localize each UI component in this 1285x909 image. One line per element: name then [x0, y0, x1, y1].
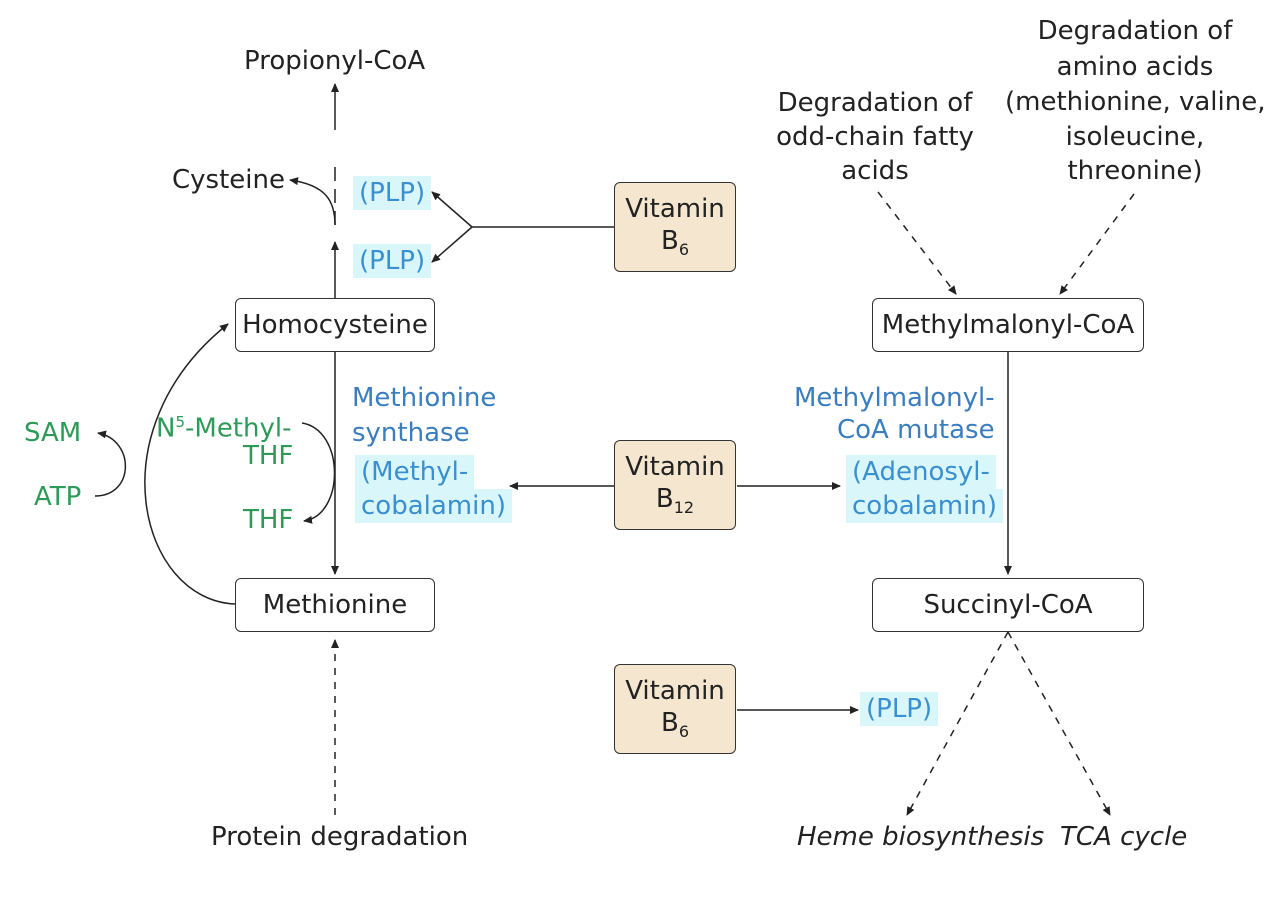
arrow-odd-chain — [877, 191, 957, 295]
atp-label: ATP — [34, 482, 82, 512]
thf-label: THF — [243, 505, 294, 535]
thf-curve — [301, 422, 336, 524]
methionine-box: Methionine — [235, 578, 435, 632]
vitamin-b6-top-box: Vitamin B6 — [614, 182, 736, 272]
arrow-to-heme — [906, 631, 1009, 816]
adenosylcobalamin-line1: (Adenosyl- — [846, 455, 996, 489]
plp-label-3: (PLP) — [860, 692, 939, 726]
arrow-to-cysteine — [289, 177, 336, 226]
methylcobalamin-line2: cobalamin) — [355, 489, 512, 523]
arrow-plp-1 — [431, 191, 473, 228]
amino-acids-line3: (methionine, valine, — [1005, 87, 1266, 117]
arrow-methionine-to-homocysteine — [144, 323, 236, 605]
odd-chain-line3: acids — [841, 156, 909, 186]
methylmalonyl-coa-mutase-line2: CoA mutase — [837, 415, 995, 445]
vitamin-b6-bottom-box: Vitamin B6 — [614, 664, 736, 754]
odd-chain-line2: odd-chain fatty — [776, 122, 974, 152]
cysteine-label: Cysteine — [172, 165, 285, 195]
arrow-amino-acids — [1059, 193, 1135, 295]
tca-cycle-label: TCA cycle — [1060, 822, 1188, 852]
amino-acids-line5: threonine) — [1067, 156, 1203, 186]
amino-acids-line1: Degradation of — [1037, 16, 1233, 46]
adenosylcobalamin-line2: cobalamin) — [846, 489, 1003, 523]
methylmalonyl-coa-box: Methylmalonyl-CoA — [872, 298, 1144, 352]
sam-atp-curve — [94, 430, 127, 497]
methionine-synthase-line2: synthase — [352, 418, 470, 448]
methionine-synthase-line1: Methionine — [352, 383, 497, 413]
sam-label: SAM — [24, 418, 82, 448]
succinyl-coa-box: Succinyl-CoA — [872, 578, 1144, 632]
protein-degradation-label: Protein degradation — [211, 822, 469, 852]
n5-methyl-thf-line2: THF — [243, 441, 294, 471]
n5-methyl-thf-line1: N5-Methyl- — [156, 413, 292, 444]
amino-acids-line2: amino acids — [1056, 52, 1214, 82]
homocysteine-box: Homocysteine — [235, 298, 435, 352]
plp-label-2: (PLP) — [353, 244, 432, 278]
plp-label-1: (PLP) — [353, 176, 432, 210]
heme-biosynthesis-label: Heme biosynthesis — [797, 822, 1045, 852]
arrow-plp-2 — [431, 226, 473, 263]
amino-acids-line4: isoleucine, — [1065, 122, 1205, 152]
vitamin-b12-box: Vitamin B12 — [614, 440, 736, 530]
propionyl-coa-label: Propionyl-CoA — [244, 46, 426, 76]
methylmalonyl-coa-mutase-line1: Methylmalonyl- — [794, 383, 995, 413]
methylcobalamin-line1: (Methyl- — [355, 455, 475, 489]
odd-chain-line1: Degradation of — [777, 88, 973, 118]
arrow-to-tca — [1007, 631, 1111, 816]
